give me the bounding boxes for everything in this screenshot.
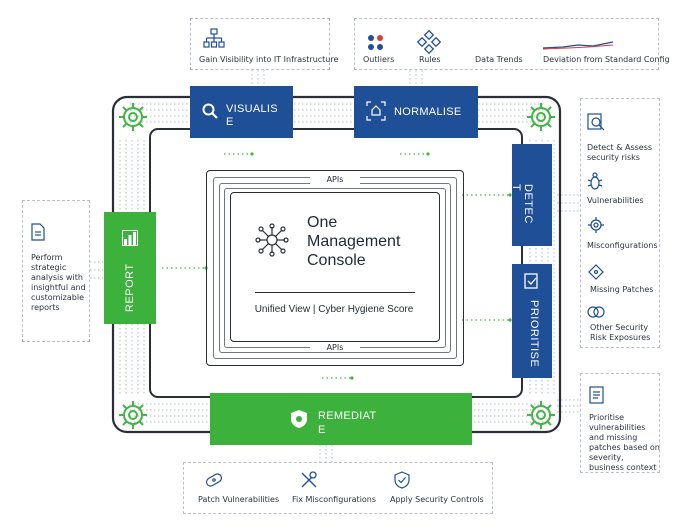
console-title-line2: Management [307, 233, 401, 250]
data-trends-label: Data Trends [475, 55, 523, 64]
visualise-block[interactable]: VISUALIS E [190, 86, 293, 138]
detect-details-panel: Detect & Assess security risks Vulnerabi… [580, 98, 660, 348]
remediate-block[interactable]: REMEDIAT E [210, 393, 472, 445]
console-title-line3: Console [307, 252, 366, 269]
detect-label-line1: DETEC [522, 184, 534, 224]
gear-icon [119, 103, 147, 131]
console-subtitle: Unified View | Cyber Hygiene Score [254, 304, 414, 315]
bug-icon [587, 172, 603, 190]
priority-list-icon [589, 386, 604, 404]
report-label: REPORT [124, 263, 136, 312]
detect-block[interactable]: DETEC T [510, 144, 552, 246]
normalise-icon [366, 101, 386, 121]
management-console[interactable]: One Management Console Unified View | Cy… [230, 192, 440, 342]
normalise-label: NORMALISE [394, 106, 462, 118]
normalise-block[interactable]: NORMALISE [354, 86, 478, 138]
gear-icon [588, 217, 604, 233]
apply-security-controls-label: Apply Security Controls [390, 495, 484, 504]
report-details-panel: Perform strategic analysis with insightf… [22, 200, 90, 342]
shield-check-icon [394, 471, 410, 489]
prioritise-block[interactable]: PRIORITISE [512, 264, 552, 378]
gear-icon [527, 401, 555, 429]
remediate-details-panel: Patch Vulnerabilities Fix Misconfigurati… [183, 462, 493, 514]
console-outer-frame [206, 170, 464, 366]
risk-icon [587, 306, 605, 318]
other-risks-label: Other Security Risk Exposures [590, 323, 651, 342]
shield-icon [291, 410, 307, 428]
api-bottom-label: APIs [310, 343, 360, 352]
clipboard-check-icon [524, 273, 538, 289]
report-block[interactable]: REPORT [104, 212, 156, 324]
deviation-label: Deviation from Standard Config [543, 55, 670, 64]
deviation-line-icon [542, 41, 614, 50]
visibility-panel: Gain Visibility into IT Infrastructure [190, 18, 338, 70]
prioritise-text: Prioritise vulnerabilities and missing p… [589, 413, 660, 472]
tools-icon [301, 471, 317, 488]
rules-label: Rules [419, 55, 441, 64]
visibility-caption: Gain Visibility into IT Infrastructure [199, 55, 339, 64]
console-title-line1: One [307, 214, 338, 231]
missing-patches-label: Missing Patches [590, 285, 654, 294]
patch-icon [588, 264, 604, 280]
visualise-label-line2: E [226, 116, 234, 128]
normalise-panel: Outliers Rules Data Trends Deviation fro… [354, 18, 670, 70]
misconfigurations-label: Misconfigurations [587, 241, 658, 250]
detect-assess-icon [587, 113, 605, 131]
vulnerabilities-label: Vulnerabilities [587, 196, 644, 205]
remediate-label-line2: E [318, 424, 326, 436]
fix-misconfigurations-label: Fix Misconfigurations [292, 495, 377, 504]
prioritise-label: PRIORITISE [528, 300, 540, 368]
search-icon [202, 103, 218, 119]
hub-network-icon [255, 223, 289, 257]
report-document-icon [31, 223, 45, 241]
prioritise-details-panel: Prioritise vulnerabilities and missing p… [580, 373, 660, 473]
bandage-icon [205, 473, 223, 487]
patch-vulnerabilities-label: Patch Vulnerabilities [198, 495, 280, 504]
api-top-label: APIs [310, 175, 360, 184]
report-text: Perform strategic analysis with insightf… [31, 253, 86, 312]
rules-icon [416, 29, 442, 55]
detect-label-line2: T [510, 184, 522, 192]
gear-icon [527, 103, 555, 131]
detect-assess-label: Detect & Assess security risks [587, 143, 653, 162]
outliers-label: Outliers [363, 55, 395, 64]
bar-chart-icon [122, 230, 138, 246]
visualise-label-line1: VISUALIS [226, 103, 278, 115]
gear-icon [119, 401, 147, 429]
outliers-icon [368, 35, 383, 50]
remediate-label-line1: REMEDIAT [318, 410, 377, 422]
console-divider [255, 292, 415, 293]
network-icon [203, 28, 225, 48]
